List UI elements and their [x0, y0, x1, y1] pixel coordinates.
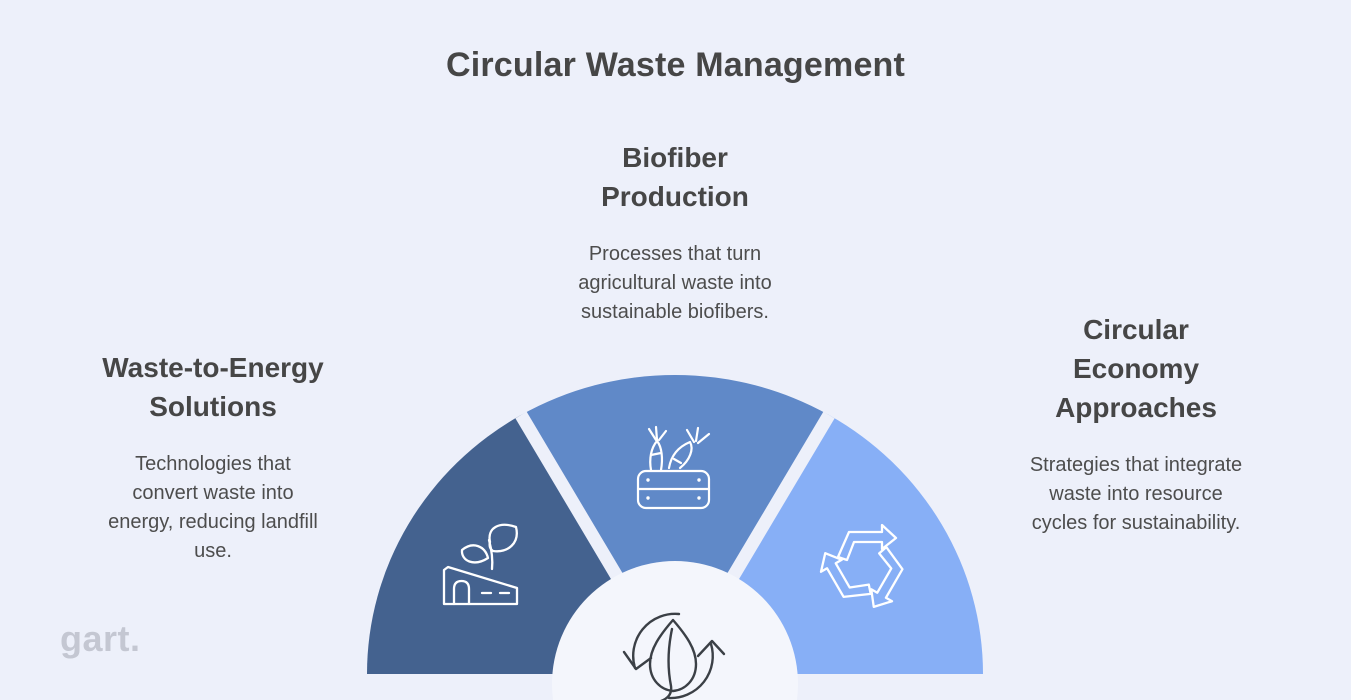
segment-arc-biofiber	[521, 374, 829, 674]
eco-factory-icon	[442, 523, 519, 606]
segment-description: Technologies that convert waste into ene…	[108, 453, 318, 562]
segment-description: Strategies that integrate waste into res…	[1029, 454, 1243, 534]
center-dome	[552, 561, 798, 700]
segment-heading: Biofiber Production	[601, 142, 749, 212]
segment-panel-circular-economy: Circular Economy Approaches Strategies t…	[961, 310, 1311, 538]
segment-panel-biofiber: Biofiber Production Processes that turn …	[500, 138, 850, 327]
crate-dots	[646, 478, 701, 500]
brand-logo: gart.	[60, 618, 141, 659]
segment-heading: Circular Economy Approaches	[1055, 314, 1217, 423]
recycle-icon	[819, 523, 904, 608]
segment-description: Processes that turn agricultural waste i…	[578, 243, 772, 323]
segment-heading: Waste-to-Energy Solutions	[102, 352, 324, 422]
segment-panel-waste-to-energy: Waste-to-Energy Solutions Technologies t…	[38, 348, 388, 566]
leaf-cycle-icon	[622, 612, 726, 700]
produce-crate-icon	[636, 425, 711, 510]
page-title: Circular Waste Management	[445, 46, 906, 84]
